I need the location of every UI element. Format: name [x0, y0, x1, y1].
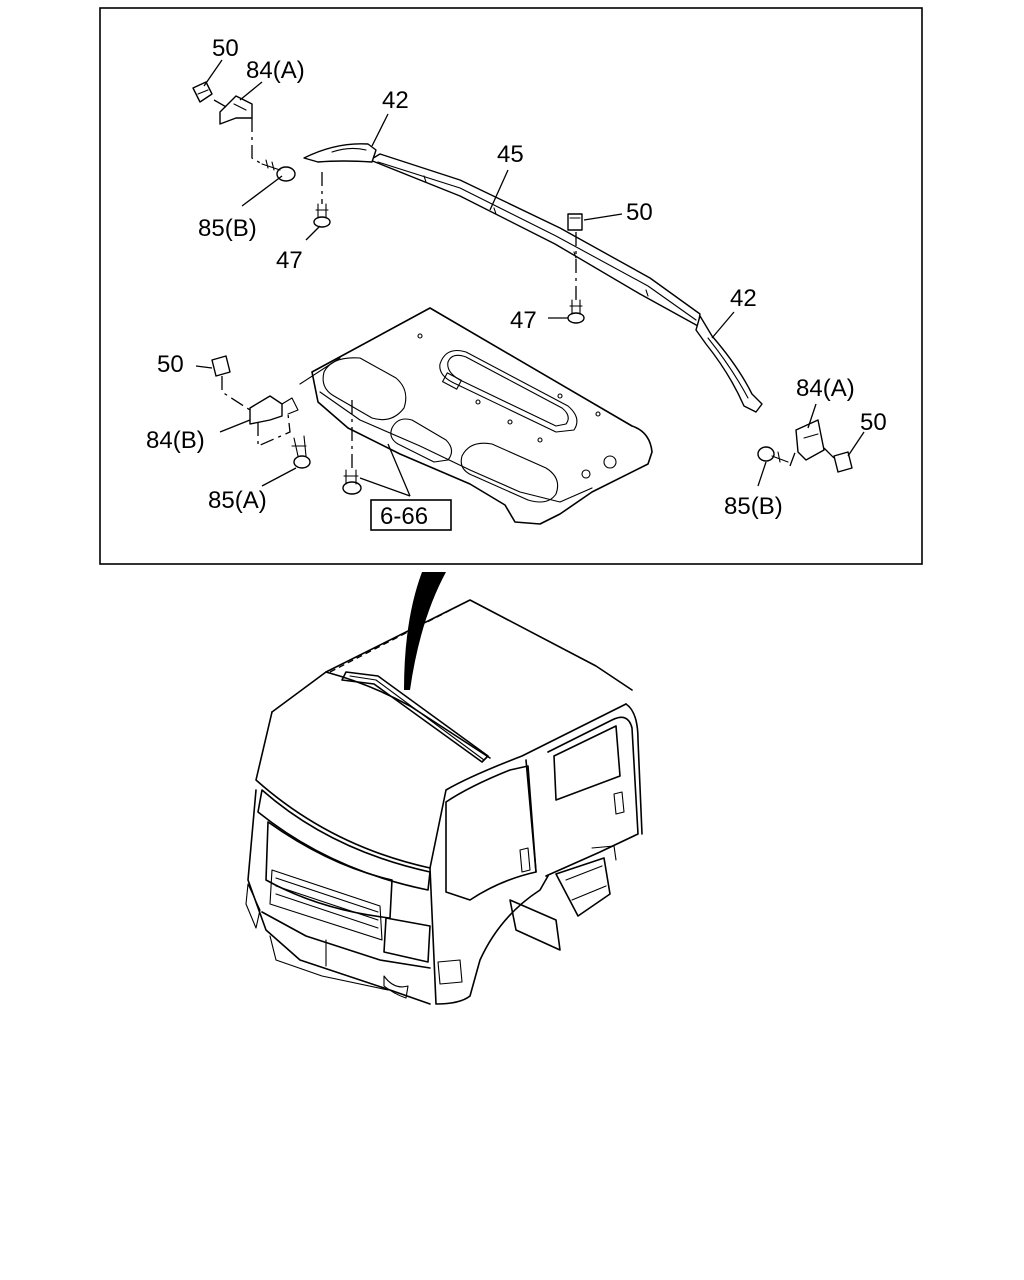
- rail-end-trim-left-42: [303, 143, 377, 163]
- callout-47-mid: 47: [510, 307, 537, 334]
- roof-headliner-panel: [299, 307, 653, 525]
- callout-85b-right: 85(B): [724, 493, 783, 520]
- callout-47-left: 47: [276, 247, 303, 274]
- clip-50-top-left: [192, 81, 213, 103]
- callout-50-top-left: 50: [212, 35, 239, 62]
- bracket-84a-right: [795, 419, 825, 461]
- rail-end-trim-right-42: [695, 315, 763, 413]
- callout-85b-top-left: 85(B): [198, 215, 257, 242]
- callout-42-top: 42: [382, 87, 409, 114]
- detail-frame: [99, 7, 923, 565]
- screw-47-mid: [567, 299, 585, 324]
- screw-85b-right: [757, 446, 789, 463]
- detail-pointer: [404, 572, 446, 690]
- callout-85a: 85(A): [208, 487, 267, 514]
- clip-50-mid: [567, 213, 583, 231]
- clip-50-right: [833, 451, 853, 473]
- screw-85b-top-left: [261, 159, 296, 182]
- callout-42-right: 42: [730, 285, 757, 312]
- reference-box: [370, 499, 452, 531]
- callout-84b: 84(B): [146, 427, 205, 454]
- screw-85a: [291, 435, 311, 469]
- bracket-84b: [249, 395, 299, 425]
- screw-47-left: [313, 203, 331, 228]
- callout-50-right: 50: [860, 409, 887, 436]
- callout-6-66: 6-66: [380, 503, 428, 530]
- bracket-84a-top-left: [219, 95, 253, 125]
- callout-45: 45: [497, 141, 524, 168]
- truck-cab-overview: [245, 599, 643, 1005]
- callout-84a-top-left: 84(A): [246, 57, 305, 84]
- callout-50-mid: 50: [626, 199, 653, 226]
- clip-50-left: [211, 355, 231, 377]
- screw-6-66: [342, 469, 362, 495]
- callout-50-left: 50: [157, 351, 184, 378]
- roof-rail-45: [369, 153, 701, 327]
- callout-84a-right: 84(A): [796, 375, 855, 402]
